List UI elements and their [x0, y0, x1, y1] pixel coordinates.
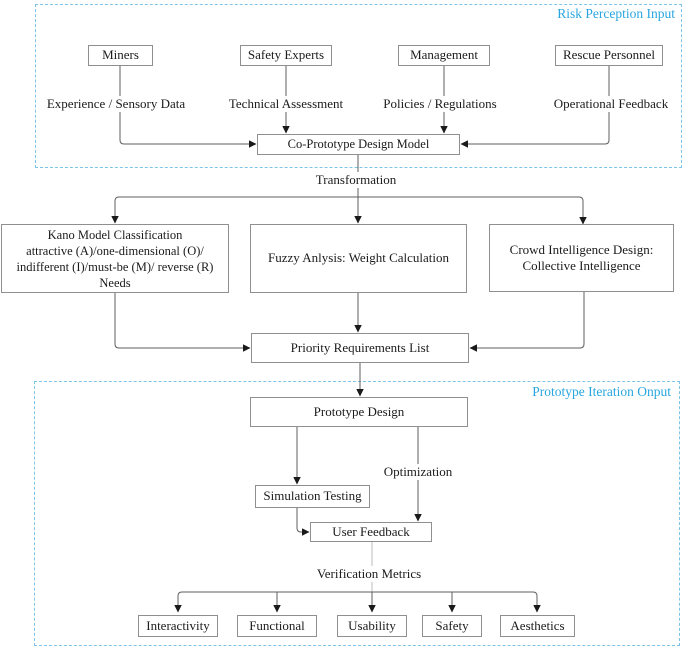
section-label-risk-perception: Risk Perception Input [557, 6, 675, 21]
label-transformation: Transformation [312, 172, 400, 188]
label-optimization: Optimization [380, 464, 456, 480]
node-safety: Safety [422, 615, 482, 637]
node-functional: Functional [237, 615, 317, 637]
node-kano-model-classification: Kano Model Classification attractive (A)… [1, 224, 229, 293]
label-operational-feedback: Operational Feedback [550, 96, 672, 112]
node-co-prototype-design-model: Co-Prototype Design Model [257, 134, 460, 155]
label-technical-assessment: Technical Assessment [225, 96, 347, 112]
prototype-iteration-section-frame [34, 381, 680, 646]
node-fuzzy-analysis: Fuzzy Anlysis: Weight Calculation [250, 224, 467, 293]
node-management: Management [398, 45, 490, 66]
node-aesthetics: Aesthetics [500, 615, 575, 637]
node-rescue-personnel: Rescue Personnel [555, 45, 663, 66]
node-user-feedback: User Feedback [310, 522, 432, 542]
label-policies-regulations: Policies / Regulations [380, 96, 500, 112]
label-verification-metrics: Verification Metrics [313, 566, 425, 582]
label-experience-sensory-data: Experience / Sensory Data [43, 96, 189, 112]
node-miners: Miners [88, 45, 153, 66]
node-safety-experts: Safety Experts [240, 45, 332, 66]
node-simulation-testing: Simulation Testing [255, 485, 370, 508]
node-prototype-design: Prototype Design [250, 397, 468, 427]
node-priority-requirements-list: Priority Requirements List [251, 333, 469, 363]
node-interactivity: Interactivity [138, 615, 218, 637]
node-crowd-intelligence-design: Crowd Intelligence Design: Collective In… [489, 224, 674, 292]
node-usability: Usability [337, 615, 407, 637]
section-label-prototype-iteration: Prototype Iteration Onput [532, 384, 671, 399]
